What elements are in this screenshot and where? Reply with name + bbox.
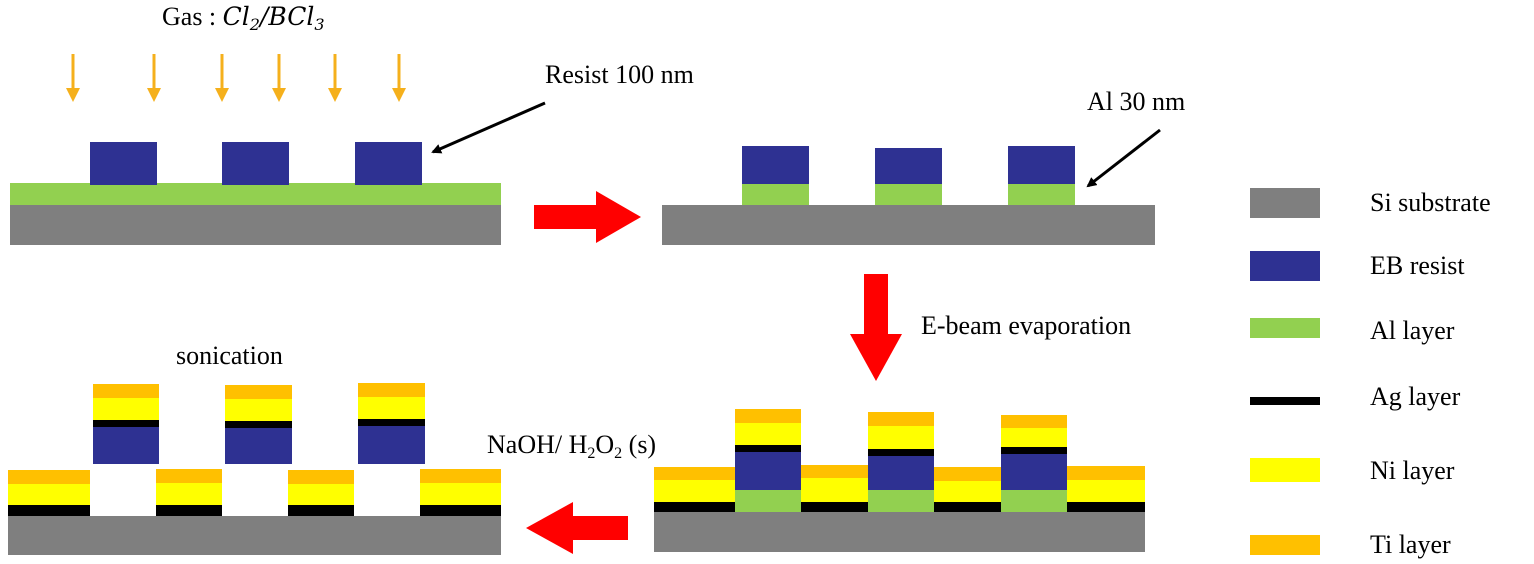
etchant-a: NaOH/ H	[487, 430, 588, 459]
al-island	[868, 490, 934, 512]
gas-a: Cl	[222, 2, 250, 31]
legend-label-resist: EB resist	[1370, 251, 1465, 280]
resist-label: Resist 100 nm	[545, 60, 694, 89]
al-island	[742, 184, 809, 205]
resist-block	[875, 148, 942, 184]
resist-block	[222, 142, 289, 185]
step4-liftoff-stage	[8, 383, 501, 555]
gas-arrow	[215, 54, 229, 102]
etchant-sub2: 2	[614, 445, 623, 462]
al-island	[875, 184, 942, 205]
metal-stack-remaining	[156, 469, 222, 516]
gas-sep: /	[259, 2, 269, 31]
gas-arrow	[392, 54, 406, 102]
legend	[1250, 188, 1320, 555]
sonication-label: sonication	[176, 341, 283, 370]
step2-etched-stage	[662, 128, 1161, 245]
etchant-label: NaOH/ H2O2 (s)	[487, 432, 656, 462]
metal-stack-remaining	[8, 470, 90, 516]
gas-a-sub: 2	[249, 15, 260, 34]
process-arrow-left	[526, 502, 628, 554]
gas-b-sub: 3	[314, 15, 325, 34]
etchant-b: O	[595, 430, 615, 459]
lifted-resist-stack	[225, 385, 292, 464]
metal-stack-on-substrate	[934, 467, 1001, 512]
legend-swatch-ti	[1250, 535, 1320, 555]
gas-b: BCl	[268, 2, 315, 31]
legend-label-si: Si substrate	[1370, 188, 1491, 217]
legend-swatch-si	[1250, 188, 1320, 218]
legend-swatch-ag	[1250, 397, 1320, 405]
al-island	[1008, 184, 1075, 205]
metal-stack-on-resist	[1001, 415, 1067, 454]
resist-block	[1008, 146, 1075, 184]
process-arrow-right	[534, 191, 641, 243]
si-substrate	[10, 205, 501, 245]
gas-arrows	[66, 54, 406, 102]
resist-block	[1001, 454, 1067, 490]
legend-label-ag: Ag layer	[1370, 382, 1461, 411]
resist-block	[868, 456, 934, 490]
si-substrate	[654, 512, 1145, 552]
si-substrate	[662, 205, 1155, 245]
gas-arrow	[147, 54, 161, 102]
process-arrow-down	[850, 274, 902, 381]
legend-label-al: Al layer	[1370, 316, 1455, 345]
resist-block	[742, 146, 809, 184]
gas-arrow	[328, 54, 342, 102]
step3-evaporated-stage	[654, 409, 1145, 552]
metal-stack-on-resist	[868, 412, 934, 456]
al-island	[735, 490, 801, 512]
resist-block	[355, 142, 422, 185]
al-island	[1001, 490, 1067, 512]
gas-label: Gas : Cl2/BCl3	[162, 4, 325, 33]
resist-block	[735, 452, 801, 490]
resist-pointer-arrow	[431, 101, 546, 154]
legend-label-ni: Ni layer	[1370, 456, 1455, 485]
legend-swatch-al	[1250, 318, 1320, 338]
metal-stack-on-substrate	[1067, 466, 1145, 512]
metal-stack-on-resist	[735, 409, 801, 452]
lifted-resist-stack	[358, 383, 425, 464]
step1-etch-stage	[10, 54, 546, 245]
al-pointer-arrow	[1086, 128, 1161, 188]
al-layer	[10, 183, 501, 205]
resist-block	[90, 142, 157, 185]
metal-stack-on-substrate	[654, 467, 735, 512]
lifted-resist-stack	[93, 384, 159, 464]
metal-stack-remaining	[288, 470, 354, 516]
gas-arrow	[272, 54, 286, 102]
legend-swatch-ni	[1250, 458, 1320, 482]
legend-swatch-resist	[1250, 251, 1320, 281]
gas-arrow	[66, 54, 80, 102]
gas-label-prefix: Gas :	[162, 2, 223, 31]
metal-stack-on-substrate	[801, 465, 868, 512]
metal-stack-remaining	[420, 469, 501, 516]
etchant-sub1: 2	[587, 445, 596, 462]
legend-label-ti: Ti layer	[1370, 530, 1451, 559]
ebeam-label: E-beam evaporation	[921, 311, 1132, 340]
al-thickness-label: Al 30 nm	[1087, 87, 1186, 116]
si-substrate	[8, 516, 501, 555]
etchant-c: (s)	[622, 430, 657, 459]
